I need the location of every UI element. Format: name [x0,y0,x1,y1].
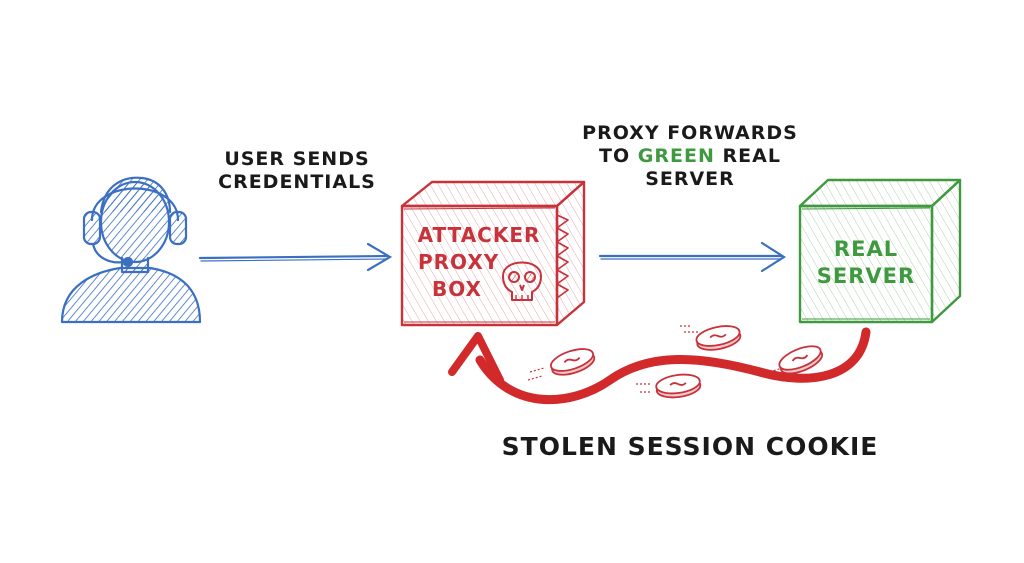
stolen-cookie-arrow [448,327,871,405]
proxy-step-line1: PROXY FORWARDS [582,122,798,144]
cookie-coin-icon [636,373,702,399]
proxy-step-line3: SERVER [645,167,735,190]
user-step-label: USER SENDS CREDENTIALS [206,148,388,194]
user-step-line1: USER SENDS [224,148,370,170]
user-step-line2: CREDENTIALS [218,170,376,193]
stolen-cookie-label: STOLEN SESSION COOKIE [501,432,879,461]
server-line1: REAL [833,237,899,261]
server-line2: SERVER [816,264,916,289]
cookie-coin-icon [680,325,742,351]
cookie-coin-icon [527,348,596,381]
proxy-step-line2: TO GREEN REAL [566,145,814,168]
real-server-label: REAL SERVER [800,236,932,291]
skull-icon [502,261,542,301]
cookie-coin-icon [769,345,824,375]
attacker-line2: PROXY [418,250,500,274]
proxy-step-line2-pre: TO [599,144,631,167]
attacker-box-label: ATTACKER PROXY BOX [404,222,554,303]
arrow-user-to-proxy [198,242,393,272]
real-server-box [798,178,962,324]
arrow-proxy-to-server [598,241,787,273]
proxy-step-line2-green: GREEN [637,144,715,167]
headset-user-icon [60,176,202,324]
attacker-proxy-box [400,180,586,327]
proxy-step-line2-post: REAL [722,144,781,167]
attacker-line3: BOX [432,277,482,301]
proxy-step-label: PROXY FORWARDS TO GREEN REAL SERVER [566,122,814,190]
attacker-line1: ATTACKER [417,223,541,247]
